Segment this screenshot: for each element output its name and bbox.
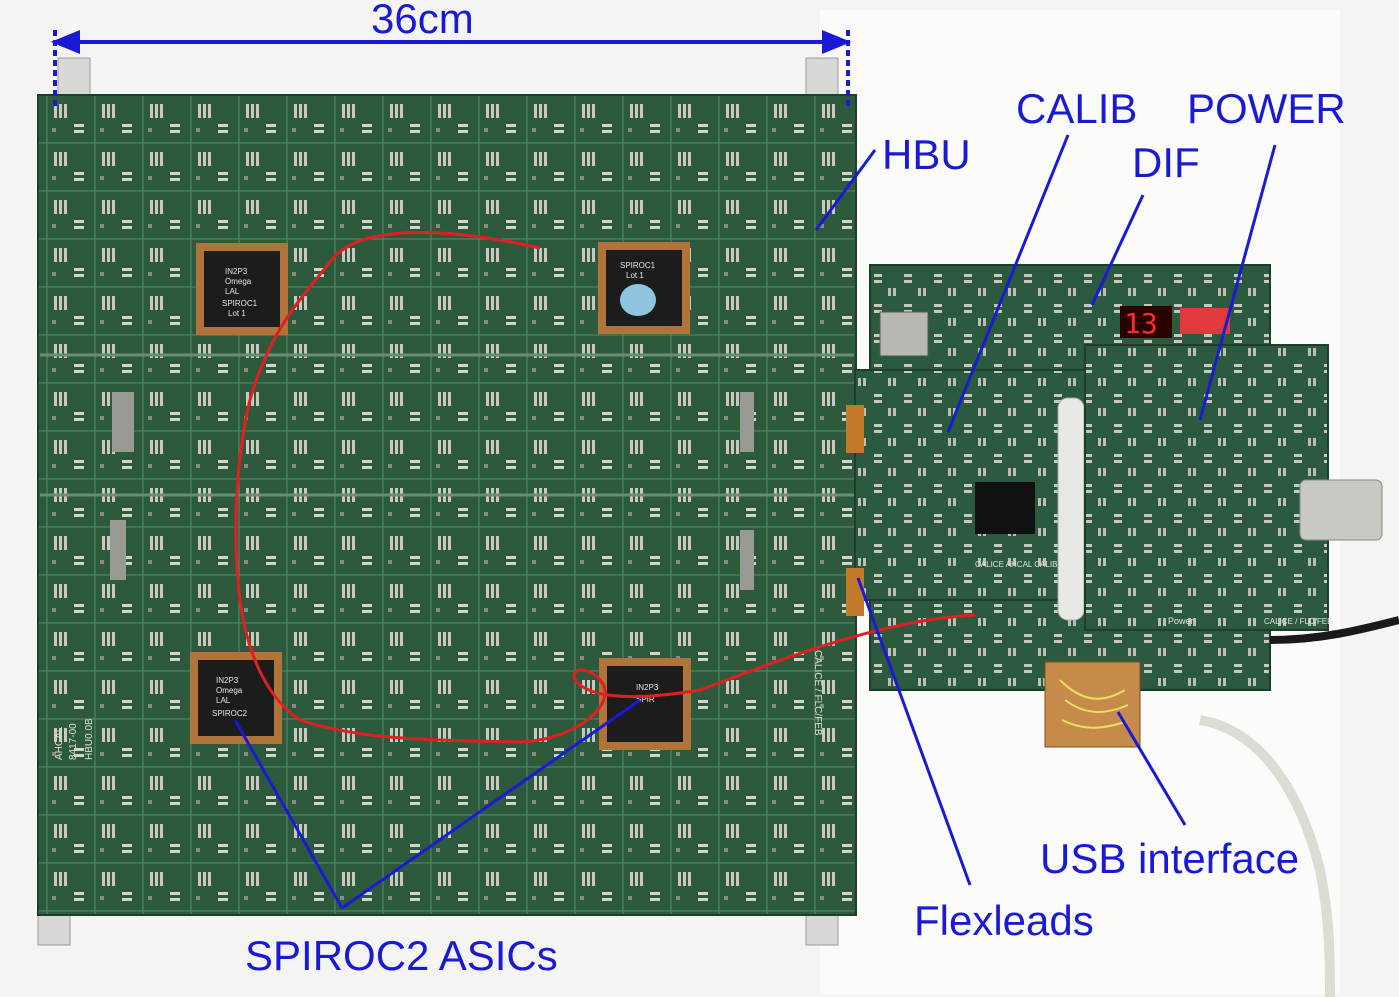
power-board xyxy=(1084,344,1329,631)
ethernet-jack xyxy=(879,311,929,357)
ribbon-cable xyxy=(1057,397,1085,621)
chip-label: LAL xyxy=(225,287,240,296)
chip-label: SPIROC2 xyxy=(212,709,248,718)
red-cable xyxy=(234,231,976,744)
board-corner-text: HBU0.0B xyxy=(84,718,95,760)
fpga-chip xyxy=(975,482,1035,534)
usb-pointer xyxy=(1116,711,1187,826)
asic-chip xyxy=(190,652,282,744)
chip-label: IN2P3 xyxy=(216,676,239,685)
flexlead xyxy=(846,568,864,616)
hbu-pointer xyxy=(814,149,877,231)
chip-labels: IN2P3 Omega LAL SPIROC1 Lot 1 SPIROC1 Lo… xyxy=(212,261,659,718)
calib-pointer xyxy=(946,134,1070,433)
asic-chip xyxy=(599,658,691,750)
chip-label: SPIR xyxy=(636,695,655,704)
hbu-label: HBU xyxy=(882,131,971,178)
display-digits: 13 xyxy=(1124,307,1158,340)
hbu-rails xyxy=(40,353,854,497)
dimension-label: 36cm xyxy=(371,0,474,42)
board-side-text: CALICE / FLC/FEB xyxy=(812,650,823,736)
power-side-silkscreen: CALICE / FLC/FEB xyxy=(1264,617,1332,626)
chip-label: IN2P3 xyxy=(636,683,659,692)
board-silkscreen: CALICE / FLC/FEB AHCAL HBU0.0B 8417-00 xyxy=(54,650,823,760)
hbu-connectors xyxy=(110,392,754,590)
calib-board xyxy=(854,369,1086,601)
flexlead xyxy=(846,405,864,453)
seven-seg-display xyxy=(1120,306,1172,338)
flexleads-pointer xyxy=(856,577,972,886)
dimension-line xyxy=(50,30,852,106)
power-pointer xyxy=(1198,144,1277,421)
spiroc-pointer-right xyxy=(341,698,641,910)
calib-label: CALIB xyxy=(1016,85,1138,132)
usb-interface-board xyxy=(1044,661,1141,748)
pointer-lines xyxy=(233,134,1277,910)
power-silkscreen: Power xyxy=(1168,616,1194,626)
black-cable xyxy=(1269,616,1399,644)
calib-silkscreen: CALICE AHCAL CALIB xyxy=(975,560,1057,569)
dif-pointer xyxy=(1090,194,1145,306)
chip-label: SPIROC1 xyxy=(222,299,258,308)
asic-chip xyxy=(196,243,288,335)
hbu-board xyxy=(37,94,857,916)
power-label: POWER xyxy=(1187,85,1346,132)
usb-wires xyxy=(1059,679,1129,729)
spiroc-pointer-left xyxy=(233,719,344,909)
flexleads-label: Flexleads xyxy=(914,897,1094,944)
chip-label: IN2P3 xyxy=(225,267,248,276)
serial-connector xyxy=(1299,479,1383,541)
chip-label: Omega xyxy=(225,277,252,286)
dip-switch xyxy=(1180,308,1230,334)
asic-chip xyxy=(598,242,690,334)
usb-interface-label: USB interface xyxy=(1040,835,1300,882)
dif-label: DIF xyxy=(1132,139,1200,186)
spiroc-asics-label: SPIROC2 ASICs xyxy=(245,932,558,979)
usb-cable xyxy=(1199,715,1335,997)
chip-label: Lot 1 xyxy=(626,271,644,280)
chip-label: Lot 1 xyxy=(228,309,246,318)
chip-label: SPIROC1 xyxy=(620,261,656,270)
chip-label: Omega xyxy=(216,686,243,695)
board-corner-text: 8417-00 xyxy=(68,723,79,760)
board-corner-text: AHCAL xyxy=(54,726,65,760)
chip-label: LAL xyxy=(216,696,231,705)
